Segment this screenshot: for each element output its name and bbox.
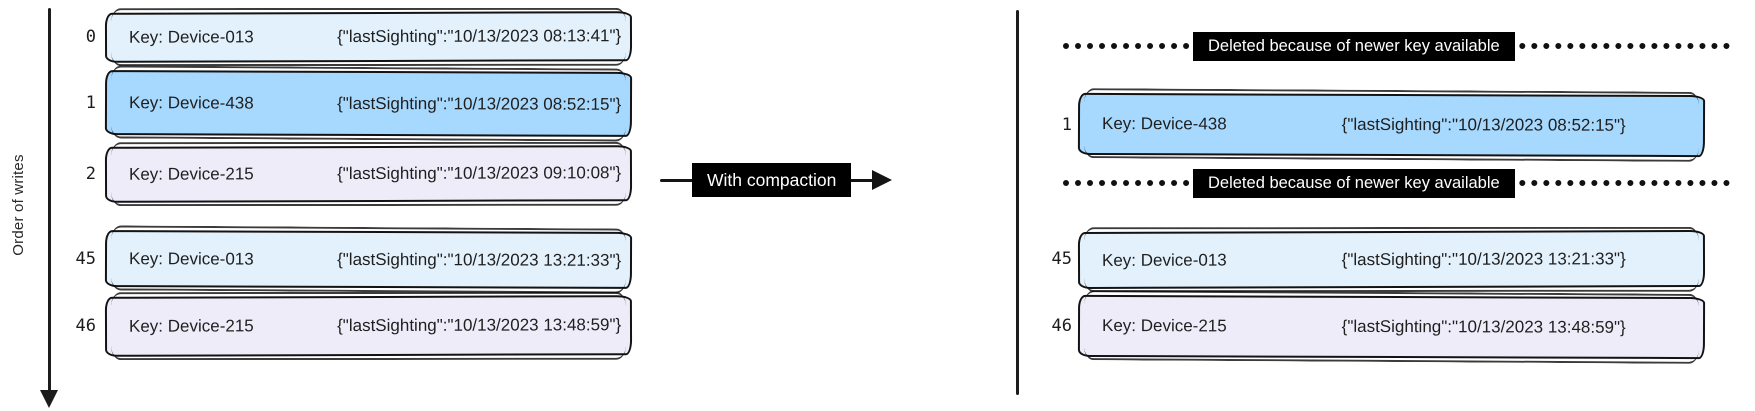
row-index: 2 (85, 164, 96, 184)
record-key: Key: Device-215 (128, 316, 254, 336)
record-row: Key: Device-438 {"lastSighting":"10/13/2… (104, 70, 633, 137)
record-row: Key: Device-215 {"lastSighting":"10/13/2… (104, 145, 633, 203)
record-row: Key: Device-013 {"lastSighting":"10/13/2… (104, 11, 633, 63)
record-value: {"lastSighting":"10/13/2023 08:52:15"} (337, 93, 622, 114)
record-row: Key: Device-013 {"lastSighting":"10/13/2… (1077, 230, 1706, 289)
order-axis-arrowhead-icon (40, 390, 58, 408)
row-index: 1 (1061, 115, 1072, 135)
record-row: Key: Device-438 {"lastSighting":"10/13/2… (1077, 92, 1706, 158)
record-key: Key: Device-438 (128, 92, 254, 113)
row-index: 1 (85, 93, 96, 113)
right-axis-line (1016, 10, 1019, 395)
record-value: {"lastSighting":"10/13/2023 13:48:59"} (1341, 316, 1626, 337)
row-index: 46 (1051, 316, 1072, 336)
record-value: {"lastSighting":"10/13/2023 13:21:33"} (337, 249, 622, 270)
order-of-writes-label: Order of writes (10, 154, 27, 256)
record-key: Key: Device-013 (128, 27, 254, 47)
record-key: Key: Device-215 (128, 164, 254, 184)
record-key: Key: Device-013 (1101, 250, 1227, 270)
row-index: 45 (1051, 249, 1072, 269)
record-row: Key: Device-215 {"lastSighting":"10/13/2… (104, 295, 633, 357)
record-row: Key: Device-215 {"lastSighting":"10/13/2… (1077, 294, 1706, 360)
record-value: {"lastSighting":"10/13/2023 09:10:08"} (337, 163, 622, 184)
order-axis-line (48, 8, 51, 392)
compaction-label: With compaction (692, 163, 852, 197)
record-value: {"lastSighting":"10/13/2023 13:48:59"} (337, 315, 622, 336)
record-value: {"lastSighting":"10/13/2023 08:52:15"} (1341, 114, 1626, 135)
row-index: 46 (75, 316, 96, 336)
deleted-label: Deleted because of newer key available (1193, 169, 1515, 198)
record-row: Key: Device-013 {"lastSighting":"10/13/2… (104, 230, 633, 289)
record-key: Key: Device-438 (1101, 113, 1227, 134)
record-value: {"lastSighting":"10/13/2023 13:21:33"} (1341, 248, 1626, 269)
row-index: 0 (85, 27, 96, 47)
record-value: {"lastSighting":"10/13/2023 08:13:41"} (337, 26, 622, 47)
record-key: Key: Device-013 (128, 248, 254, 269)
row-index: 45 (75, 249, 96, 269)
compaction-arrowhead-icon (872, 170, 892, 190)
deleted-label: Deleted because of newer key available (1193, 32, 1515, 61)
record-key: Key: Device-215 (1101, 315, 1227, 336)
